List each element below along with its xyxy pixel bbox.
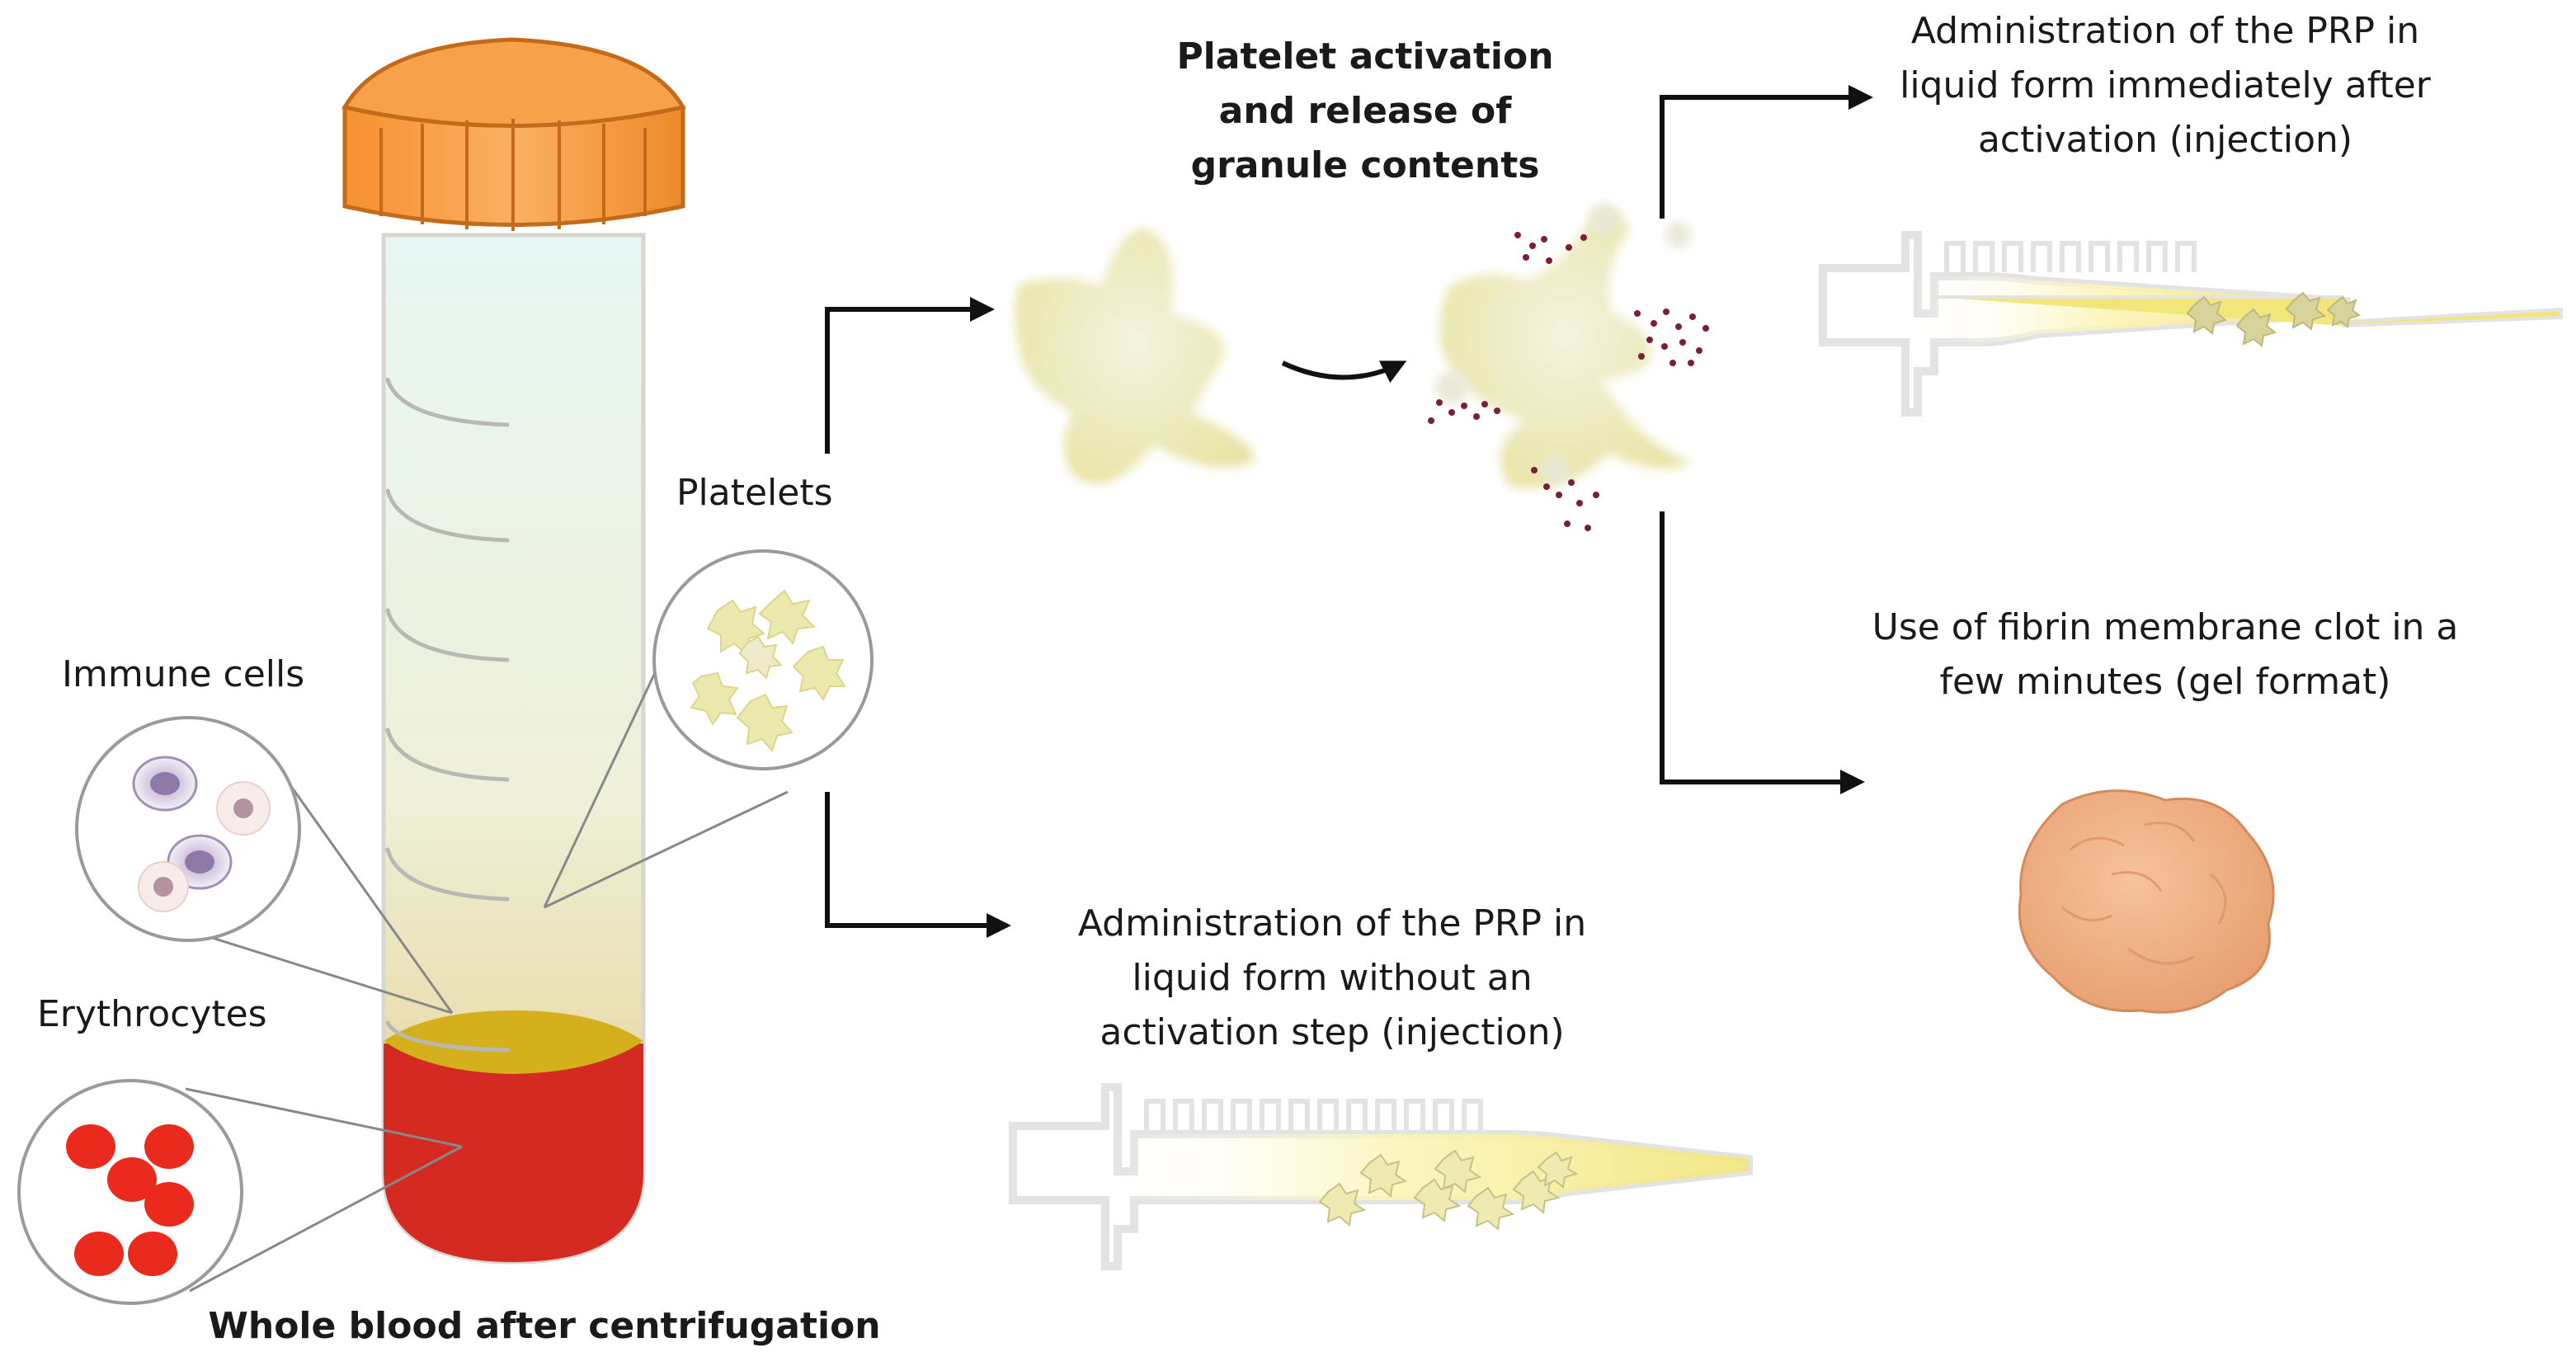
flow-arrows xyxy=(825,85,1873,938)
activated-platelet xyxy=(1428,204,1709,531)
buffy-coat-layer xyxy=(384,1010,643,1074)
activation-label: Platelet activation and release of granu… xyxy=(1176,35,1554,186)
immune-cells-zoom xyxy=(75,716,454,1015)
arrow-to-immediate xyxy=(1660,85,1873,219)
whole-blood-label: Whole blood after centrifugation xyxy=(208,1305,881,1347)
tube-cap xyxy=(341,37,686,231)
erythrocytes-zoom xyxy=(17,1079,463,1305)
syringe-no-activation xyxy=(1009,1083,1753,1270)
arrow-to-clot xyxy=(1660,511,1865,794)
fibrin-clot-label: Use of fibrin membrane clot in a few min… xyxy=(1872,606,2459,703)
graduation-marks xyxy=(385,377,510,1053)
immune-cells-label: Immune cells xyxy=(62,653,305,695)
syringe-immediate xyxy=(1819,231,2563,417)
erythrocyte-layer xyxy=(384,1043,643,1262)
arrow-to-activation xyxy=(825,297,995,454)
centrifuge-tube xyxy=(341,37,686,1265)
admin-no-activation-label: Administration of the PRP in liquid form… xyxy=(1077,902,1587,1053)
fibrin-clot xyxy=(2018,789,2275,1014)
admin-immediate-label: Administration of the PRP in liquid form… xyxy=(1900,10,2431,161)
granules xyxy=(1428,232,1709,531)
arrow-to-no-activation xyxy=(825,792,1011,938)
platelets-label: Platelets xyxy=(676,472,833,514)
platelets-zoom xyxy=(543,549,874,909)
arrow-activation-curve xyxy=(1281,360,1407,384)
resting-platelet xyxy=(1015,228,1255,484)
erythrocytes-label: Erythrocytes xyxy=(37,993,267,1035)
